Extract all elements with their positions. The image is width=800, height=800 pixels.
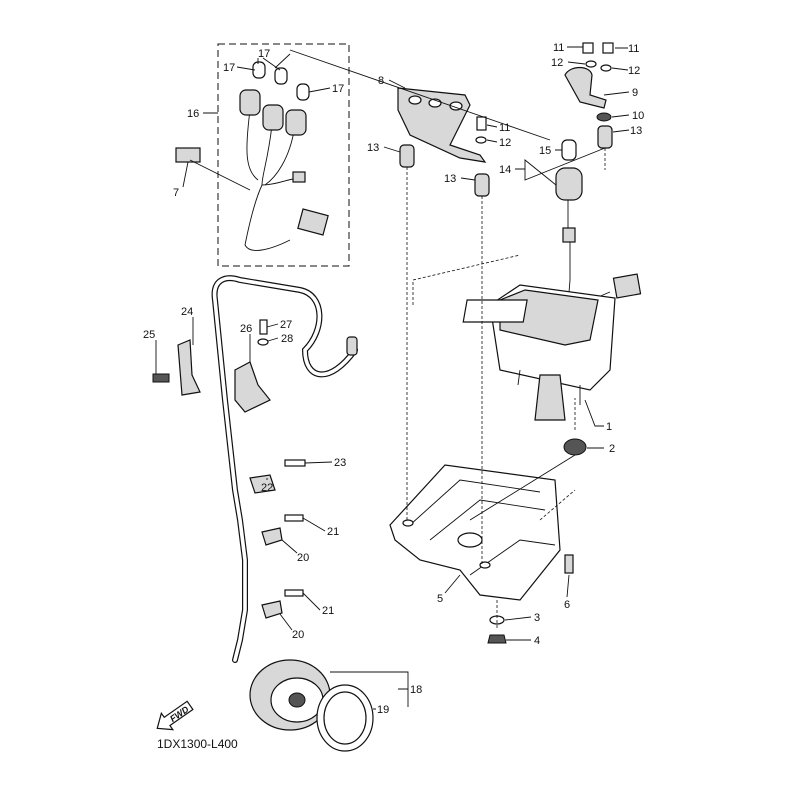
callout-11: 11 [553,42,564,54]
callout-5: 5 [437,593,443,605]
speedometer-gear-part-18 [249,659,331,731]
callout-13: 13 [444,173,456,185]
fwd-arrow-icon: FWD [156,700,194,731]
callout-17: 17 [258,48,270,60]
callout-4: 4 [534,635,540,647]
speedometer-cable [211,275,358,663]
clamp-part-22 [249,474,276,494]
callout-2: 2 [609,443,615,455]
screw-part-23 [284,459,306,467]
socket-part-14 [555,167,583,201]
holder-part-26 [234,361,271,413]
harness-group-box [217,43,350,267]
callout-19: 19 [377,704,389,716]
washer-part-28 [257,338,269,346]
callout-25: 25 [143,329,155,341]
callout-1: 1 [606,421,612,433]
diagram-code: 1DX1300-L400 [157,737,238,751]
oil-seal-part-19 [316,684,374,752]
callout-8: 8 [378,75,384,87]
callout-10: 10 [632,110,644,122]
leader-lines [155,46,630,710]
bolt-part-6 [564,554,574,574]
callout-6: 6 [564,599,570,611]
callout-15: 15 [539,145,551,157]
callout-11: 11 [628,43,639,55]
callout-28: 28 [281,333,293,345]
meter-bracket-part-5 [389,464,561,601]
callout-12: 12 [628,65,640,77]
callout-23: 23 [334,457,346,469]
callout-12: 12 [551,57,563,69]
callout-14: 14 [499,164,511,176]
callout-11: 11 [499,122,510,134]
bulb-part-15 [561,139,577,161]
screw-part-21 [284,514,304,522]
bolt-part-25 [152,373,170,383]
callout-labels: 17 17 17 16 7 8 11 11 11 12 12 12 9 10 1… [143,42,644,716]
callout-18: 18 [410,684,422,696]
callout-13: 13 [367,142,379,154]
callout-26: 26 [240,323,252,335]
grommet-part-13 [474,173,490,197]
callout-21: 21 [327,526,339,538]
meter-assembly-part-1 [462,284,616,421]
callout-3: 3 [534,612,540,624]
callout-17: 17 [223,62,235,74]
nut-part-4 [487,634,507,644]
callout-20: 20 [297,552,309,564]
callout-7: 7 [173,187,179,199]
connector-part-7 [175,147,201,163]
callout-13: 13 [630,125,642,137]
callout-27: 27 [280,319,292,331]
leader-line-2 [469,454,576,521]
callout-9: 9 [632,87,638,99]
bulb-socket-harness [239,61,329,251]
callout-22: 22 [261,482,273,494]
grommet-part-13 [399,144,415,168]
screw-part-27 [259,319,268,335]
clamp-part-20 [261,600,283,619]
bracket-part-24 [177,339,201,396]
callout-12: 12 [499,137,511,149]
bolts-washers-top [475,42,614,144]
stay-part-9 [564,66,607,109]
callout-16: 16 [187,108,199,120]
screw-part-21 [284,589,304,597]
callout-21: 21 [322,605,334,617]
callout-17: 17 [332,83,344,95]
callout-24: 24 [181,306,193,318]
callout-20: 20 [292,629,304,641]
grommet-part-13 [597,125,613,149]
clamp-part-20 [261,527,283,546]
grommet-part-2 [563,438,587,456]
bracket-part-8 [397,87,487,163]
